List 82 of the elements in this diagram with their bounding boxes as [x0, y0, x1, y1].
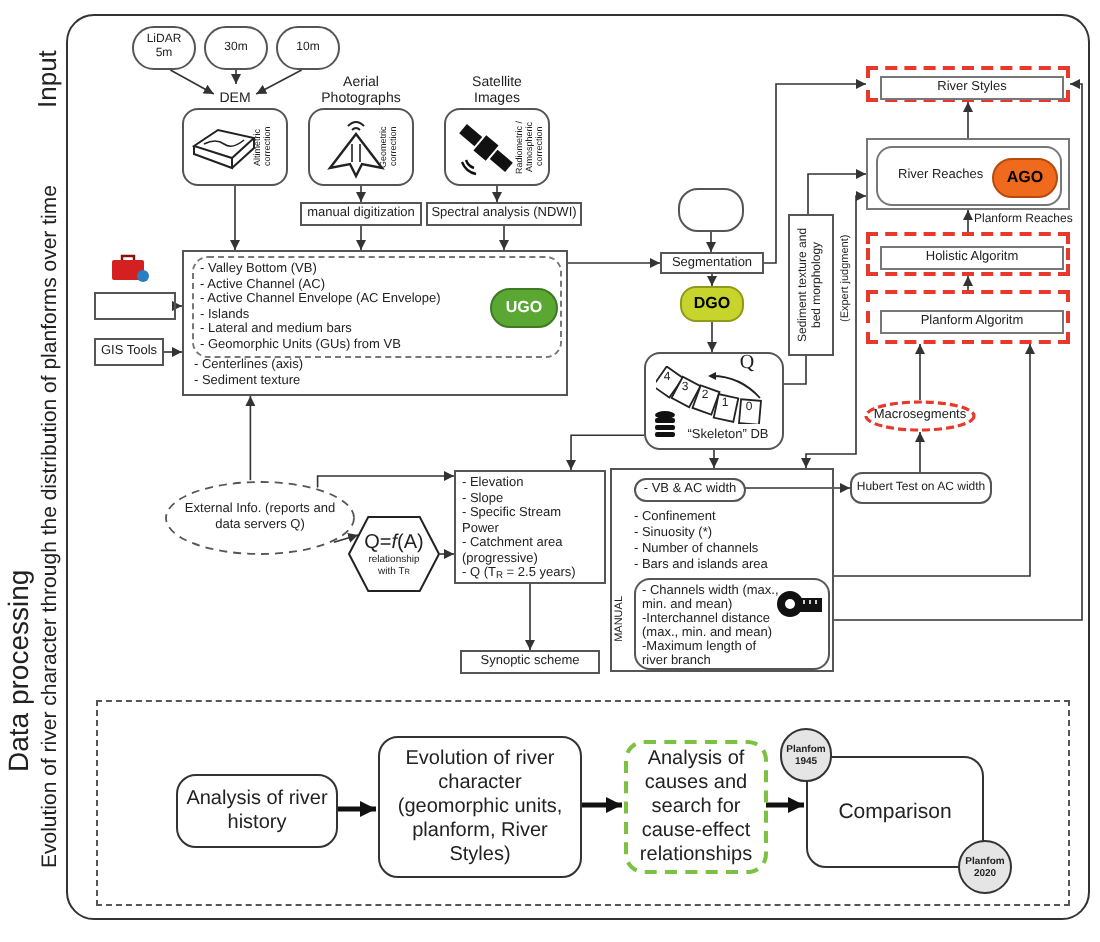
discharge-label: Q [738, 354, 756, 376]
skeleton-panel [644, 352, 784, 450]
empty-rounded-box [678, 188, 744, 232]
arrow [356, 225, 366, 251]
arrow [333, 533, 359, 544]
arrow [163, 347, 183, 357]
process-box [880, 76, 1064, 100]
arrow [230, 185, 240, 251]
arrow [833, 79, 1083, 621]
node-label: AGO [1006, 166, 1044, 190]
rounded-panel [876, 146, 1062, 206]
dashed-frame [866, 290, 1070, 344]
arrow [172, 301, 183, 311]
process-box [94, 338, 164, 366]
arrow [356, 185, 366, 203]
arrow [439, 549, 455, 559]
measurement-panel [634, 578, 830, 670]
arrow [743, 483, 851, 493]
section-label: Input [34, 48, 64, 113]
arrow [801, 191, 867, 469]
arrow [963, 275, 973, 291]
node-label: DGO [693, 292, 731, 316]
section-label: Data processing [4, 566, 36, 776]
node-label: Analysis of river history [184, 787, 330, 835]
frame-box [866, 138, 1070, 210]
arrow [499, 225, 509, 251]
process-box [378, 736, 582, 878]
dashed-box [624, 740, 768, 874]
process-box [460, 650, 600, 674]
arrow [231, 69, 241, 85]
process-box [850, 472, 992, 504]
process-box [880, 246, 1064, 270]
arrow [255, 69, 303, 95]
arrow [566, 434, 645, 471]
process-box [660, 252, 764, 274]
formula: Q=f(A) [364, 531, 424, 553]
dashed-frame [866, 66, 1070, 102]
node-label: Comparison [838, 800, 952, 824]
connector-line [783, 355, 807, 385]
process-box [426, 202, 582, 226]
arrow [567, 258, 661, 268]
process-box [788, 214, 834, 356]
process-box [176, 774, 338, 848]
unit-badge [490, 288, 558, 328]
dashed-frame [96, 700, 1070, 906]
arrow [245, 395, 256, 481]
arrow [963, 209, 973, 233]
arrow [580, 797, 622, 813]
arrow [915, 431, 925, 473]
arrow [915, 343, 925, 401]
arrow [706, 231, 716, 253]
list-box [454, 470, 606, 584]
arrow [763, 79, 867, 264]
empty-box [94, 292, 176, 320]
output-panel [182, 250, 568, 396]
arrow [807, 169, 867, 215]
process-box [880, 310, 1064, 334]
arrow [316, 471, 455, 489]
hexagon [348, 516, 440, 592]
arrow [492, 185, 502, 203]
dashed-ellipse [164, 480, 356, 556]
unit-badge [992, 158, 1058, 198]
arrow [707, 273, 717, 287]
node-label: Analysis of causes and search for cause-effect relationships [637, 747, 755, 867]
arrow [707, 321, 717, 353]
manual-panel [610, 468, 834, 672]
arrow [709, 449, 719, 469]
node-label: Evolution of river character (geomorphic units, planform, River Styles) [395, 747, 565, 867]
arrow [766, 797, 804, 813]
section-label: Evolution of river character through the distribution of planforms over time [40, 182, 64, 872]
dashed-frame [866, 232, 1070, 276]
feature-list-panel [192, 256, 562, 358]
arrow [963, 101, 973, 139]
arrow [525, 583, 535, 651]
arrow [336, 801, 376, 817]
unit-badge [680, 286, 744, 322]
arrow [169, 69, 215, 95]
node-label: UGO [505, 296, 543, 320]
arrow [833, 343, 1035, 577]
rounded-box [634, 478, 746, 502]
dashed-ellipse [864, 400, 976, 432]
process-box [300, 202, 422, 226]
